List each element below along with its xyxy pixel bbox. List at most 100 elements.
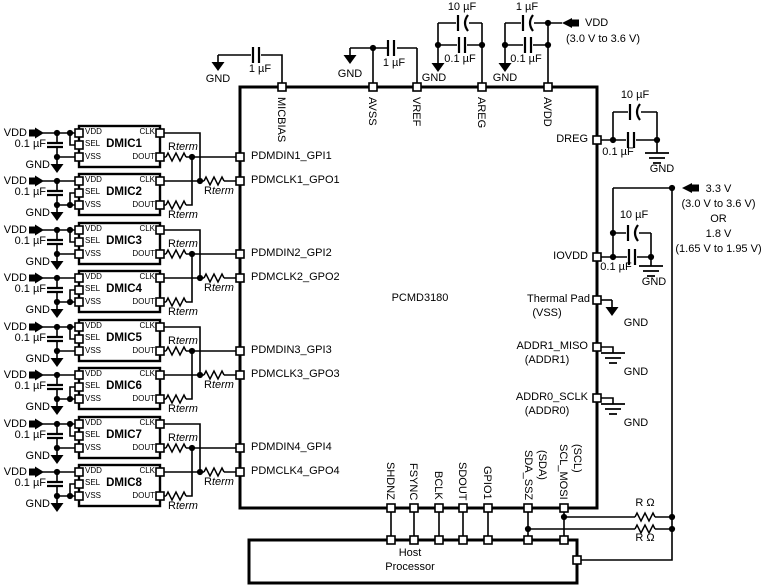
cap-label: 0.1 µF xyxy=(14,477,46,489)
mic-name: DMIC7 xyxy=(106,429,142,441)
pin-label-iovdd: IOVDD xyxy=(553,250,588,262)
right-side-wires xyxy=(581,111,673,561)
mic-pin-dout: DOUT xyxy=(132,297,155,306)
mic-pin-vss: VSS xyxy=(85,346,102,355)
pin-label-pdmclk4: PDMCLK4_GPO4 xyxy=(251,465,340,477)
pin-sublabel-addr1: (ADDR1) xyxy=(524,354,570,366)
gnd-label-avss: GND xyxy=(337,68,363,80)
gnd-label: GND xyxy=(25,450,50,462)
mic-pair-labels: VDD 0.1 µF GND VDD SEL VSS CLK DOUT DMIC… xyxy=(0,417,245,514)
mic-pin-vdd: VDD xyxy=(85,224,102,233)
rterm-label: Rterm xyxy=(168,335,198,347)
mic-pair-labels: VDD 0.1 µF GND VDD SEL VSS CLK DOUT DMIC… xyxy=(0,320,245,417)
rterm-label: Rterm xyxy=(168,141,198,153)
right-cap-plates xyxy=(626,103,641,265)
rterm-label: Rterm xyxy=(168,500,198,512)
pin-label-pdmdin4: PDMDIN4_GPI4 xyxy=(251,441,332,453)
pin-label-micbias: MICBIAS xyxy=(275,97,287,143)
mic-pair-labels: VDD 0.1 µF GND VDD SEL VSS CLK DOUT DMIC… xyxy=(0,223,245,320)
cap-label-dreg-100n: 0.1 µF xyxy=(602,146,634,158)
mic-pin-vss: VSS xyxy=(85,297,102,306)
pin-sublabel-vss: (VSS) xyxy=(532,307,562,319)
mic-pin-dout: DOUT xyxy=(132,443,155,452)
mic-name: DMIC1 xyxy=(106,138,142,150)
mic-pin-vdd: VDD xyxy=(85,369,102,378)
mic-name: DMIC5 xyxy=(106,332,142,344)
mic-pair-labels: VDD 0.1 µF GND VDD SEL VSS CLK DOUT DMIC… xyxy=(0,126,245,223)
gnd-label: GND xyxy=(25,256,50,268)
gnd-label-micbias: GND xyxy=(205,73,231,85)
pin-label-dreg: DREG xyxy=(556,133,588,145)
pin-label-addr1: ADDR1_MISO xyxy=(516,340,588,352)
mic-pin-sel: SEL xyxy=(85,478,101,487)
io-supply-line3: OR xyxy=(710,213,727,225)
host-line2: Processor xyxy=(385,561,435,573)
mic-pin-dout: DOUT xyxy=(132,491,155,500)
gnd-label: GND xyxy=(25,159,50,171)
vdd-label: VDD xyxy=(3,369,27,381)
gnd-label: GND xyxy=(25,304,50,316)
gnd-label: GND xyxy=(25,353,50,365)
cap-label-avdd-100n: 0.1 µF xyxy=(510,53,542,65)
mic-pin-sel: SEL xyxy=(85,236,101,245)
mic-pin-vss: VSS xyxy=(85,200,102,209)
vdd-label: VDD xyxy=(3,175,27,187)
mic-pin-sel: SEL xyxy=(85,284,101,293)
mic-pin-vss: VSS xyxy=(85,249,102,258)
rterm-label: Rterm xyxy=(204,476,234,488)
gnd-label-thermal: GND xyxy=(623,317,649,329)
pin-label-sda: SDA_SSZ(SDA) xyxy=(522,449,548,500)
mic-pin-dout: DOUT xyxy=(132,249,155,258)
top-cap-plates xyxy=(251,14,534,63)
io-supply-line2: (3.0 V to 3.6 V) xyxy=(681,198,756,210)
vdd-label: VDD xyxy=(3,321,27,333)
mic-pin-vss: VSS xyxy=(85,394,102,403)
mic-pin-sel: SEL xyxy=(85,430,101,439)
rterm-label: Rterm xyxy=(168,238,198,250)
chip-name: PCMD3180 xyxy=(391,292,449,304)
rterm-label: Rterm xyxy=(168,432,198,444)
vdd-supply-range: (3.0 V to 3.6 V) xyxy=(566,33,640,45)
mic-pin-vss: VSS xyxy=(85,152,102,161)
mic-pin-clk: CLK xyxy=(139,224,155,233)
pin-label-thermal-pad: Thermal Pad xyxy=(527,293,590,305)
mic-pin-dout: DOUT xyxy=(132,152,155,161)
gnd-label-dreg: GND xyxy=(649,163,675,175)
gnd-label-avdd: GND xyxy=(492,72,518,84)
cap-label-vref: 1 µF xyxy=(382,57,406,69)
mic-pin-clk: CLK xyxy=(139,466,155,475)
vdd-label: VDD xyxy=(3,224,27,236)
mic-pin-dout: DOUT xyxy=(132,346,155,355)
pin-label-vref: VREF xyxy=(410,97,422,127)
mic-pin-clk: CLK xyxy=(139,369,155,378)
host-line1: Host xyxy=(398,547,422,559)
gnd-label: GND xyxy=(25,207,50,219)
cap-label-iovdd-100n: 0.1 µF xyxy=(600,261,632,273)
top-decoupling-wires xyxy=(218,22,562,87)
rterm-label: Rterm xyxy=(204,185,234,197)
pin-label-fsync: FSYNC xyxy=(407,462,419,500)
mic-pin-vdd: VDD xyxy=(85,321,102,330)
mic-pin-clk: CLK xyxy=(139,321,155,330)
pin-label-pdmclk2: PDMCLK2_GPO2 xyxy=(251,271,340,283)
pin-label-pdmclk1: PDMCLK1_GPO1 xyxy=(251,174,340,186)
mic-name: DMIC4 xyxy=(106,283,142,295)
vdd-label: VDD xyxy=(3,418,27,430)
rterm-label: Rterm xyxy=(168,403,198,415)
mic-pin-sel: SEL xyxy=(85,333,101,342)
cap-label-micbias: 1 µF xyxy=(248,63,272,75)
pullup-r-label-scl: R Ω xyxy=(635,497,655,509)
pin-label-gpio1: GPIO1 xyxy=(481,466,493,500)
cap-label: 0.1 µF xyxy=(14,235,46,247)
pin-label-pdmdin2: PDMDIN2_GPI2 xyxy=(251,247,332,259)
pin-label-bclk: BCLK xyxy=(432,471,444,500)
gnd-label: GND xyxy=(25,401,50,413)
pin-label-pdmdin3: PDMDIN3_GPI3 xyxy=(251,344,332,356)
mic-pin-clk: CLK xyxy=(139,175,155,184)
mic-name: DMIC2 xyxy=(106,186,142,198)
pin-label-avss: AVSS xyxy=(366,97,378,126)
mic-name: DMIC6 xyxy=(106,380,142,392)
mic-pin-dout: DOUT xyxy=(132,200,155,209)
io-supply-line1: 3.3 V xyxy=(705,183,732,195)
pin-label-addr0: ADDR0_SCLK xyxy=(515,391,588,403)
